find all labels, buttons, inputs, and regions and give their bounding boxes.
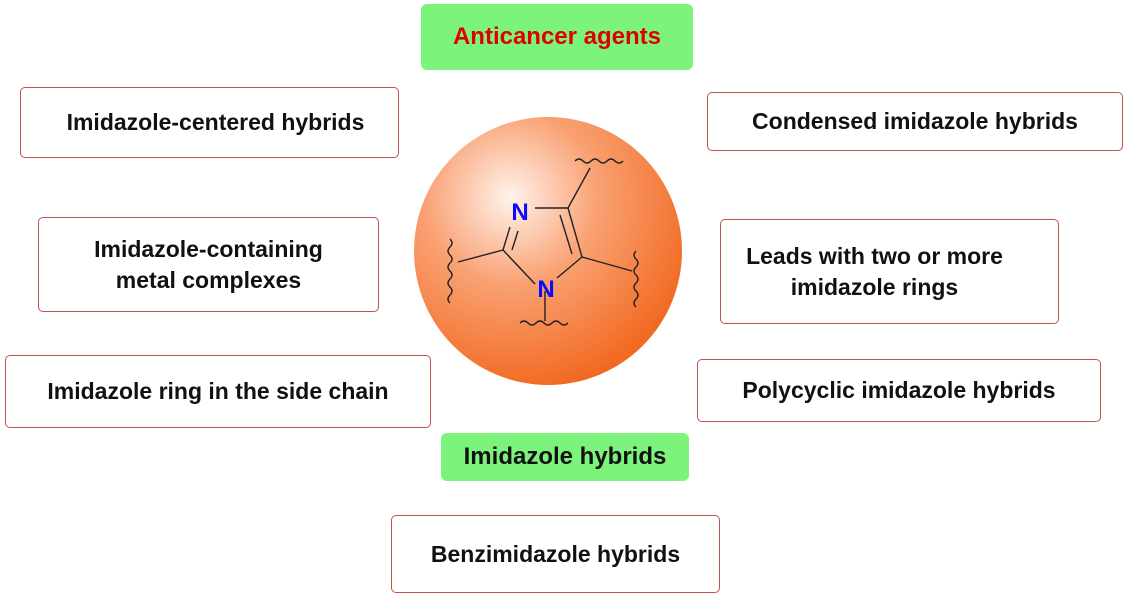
category-metal-complexes: Imidazole-containing metal complexes: [38, 217, 379, 312]
center-label: Imidazole hybrids: [441, 433, 689, 481]
category-benzimidazole: Benzimidazole hybrids: [391, 515, 720, 593]
category-condensed: Condensed imidazole hybrids: [707, 92, 1123, 151]
nitrogen-atom-1: N: [511, 199, 528, 226]
title-text: Anticancer agents: [452, 23, 662, 50]
imidazole-sphere: N N: [414, 117, 682, 385]
imidazole-structure: [447, 158, 639, 326]
category-side-chain: Imidazole ring in the side chain: [5, 355, 431, 428]
category-polycyclic: Polycyclic imidazole hybrids: [697, 359, 1101, 422]
nitrogen-atom-2: N: [537, 276, 554, 303]
title-label: Anticancer agents: [421, 4, 693, 70]
category-imidazole-centered: Imidazole-centered hybrids: [20, 87, 399, 158]
sphere-ball: [414, 117, 682, 385]
category-two-or-more-rings: Leads with two or more imidazole rings: [720, 219, 1059, 324]
